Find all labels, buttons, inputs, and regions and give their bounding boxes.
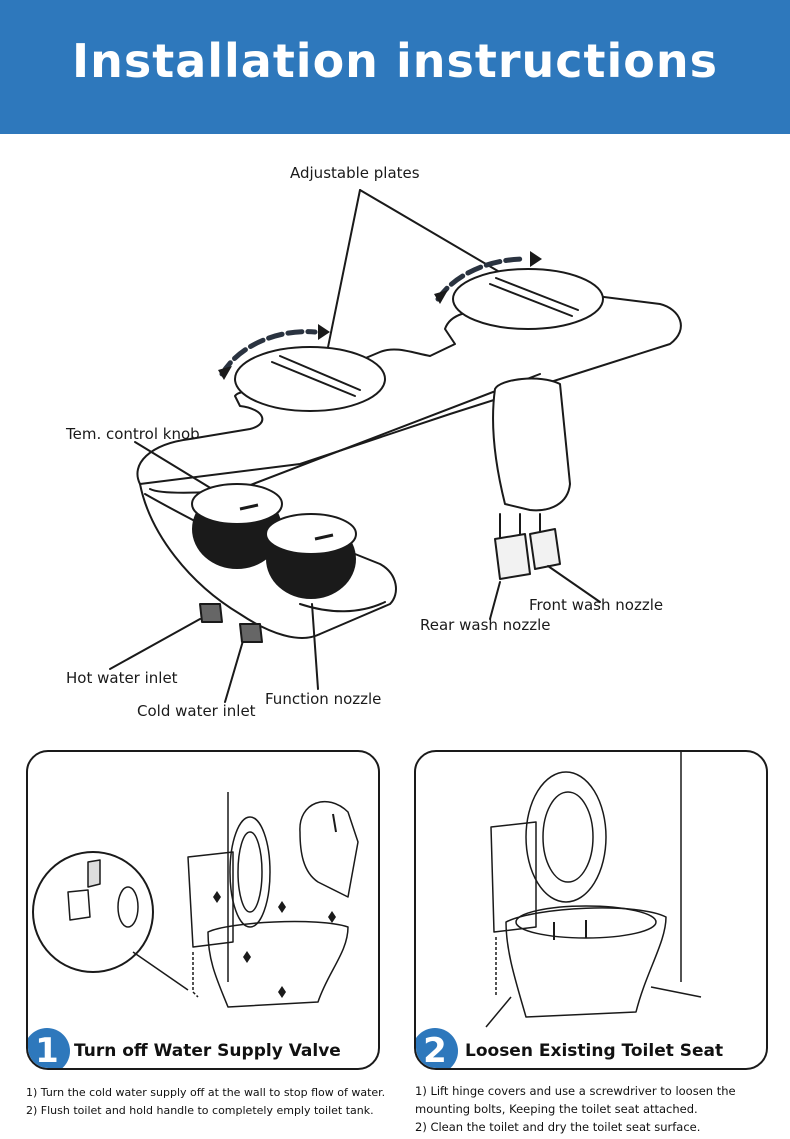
label-hot-inlet: Hot water inlet [66,669,178,687]
label-adjustable-plates: Adjustable plates [290,164,420,182]
bidet-diagram [109,189,682,703]
step-1-title: Turn off Water Supply Valve [74,1041,341,1061]
step-1-instruction-2: 2) Flush toilet and hold handle to compl… [26,1104,374,1117]
step-2-badge: 2 [416,1028,458,1068]
label-cold-inlet: Cold water inlet [137,702,256,720]
label-temp-knob: Tem. control knob [66,425,200,443]
page-title: Installation instructions [71,34,719,88]
step-2-title: Loosen Existing Toilet Seat [465,1041,724,1061]
step-2-panel: 2 Loosen Existing Toilet Seat [414,750,768,1070]
step-2-instruction-2: 2) Clean the toilet and dry the toilet s… [415,1120,701,1134]
step-2-illustration [485,752,702,1028]
label-function-nozzle: Function nozzle [265,690,382,708]
temp-knob-graphic [191,483,283,569]
label-rear-nozzle: Rear wash nozzle [420,616,551,634]
step-1-panel: 1 Turn off Water Supply Valve [26,750,380,1070]
step-2-instructions: 1) Lift hinge covers and use a screwdriv… [415,1082,765,1136]
step-1-illustration [32,792,359,1008]
step-1-badge: 1 [28,1028,70,1068]
function-knob-graphic [265,513,357,599]
step-1-instruction-1: 1) Turn the cold water supply off at the… [26,1086,386,1099]
header-banner: Installation instructions [0,0,790,134]
step-1-instructions: 1) Turn the cold water supply off at the… [26,1084,386,1120]
label-front-nozzle: Front wash nozzle [529,596,664,614]
step-2-instruction-1: 1) Lift hinge covers and use a screwdriv… [415,1084,736,1116]
